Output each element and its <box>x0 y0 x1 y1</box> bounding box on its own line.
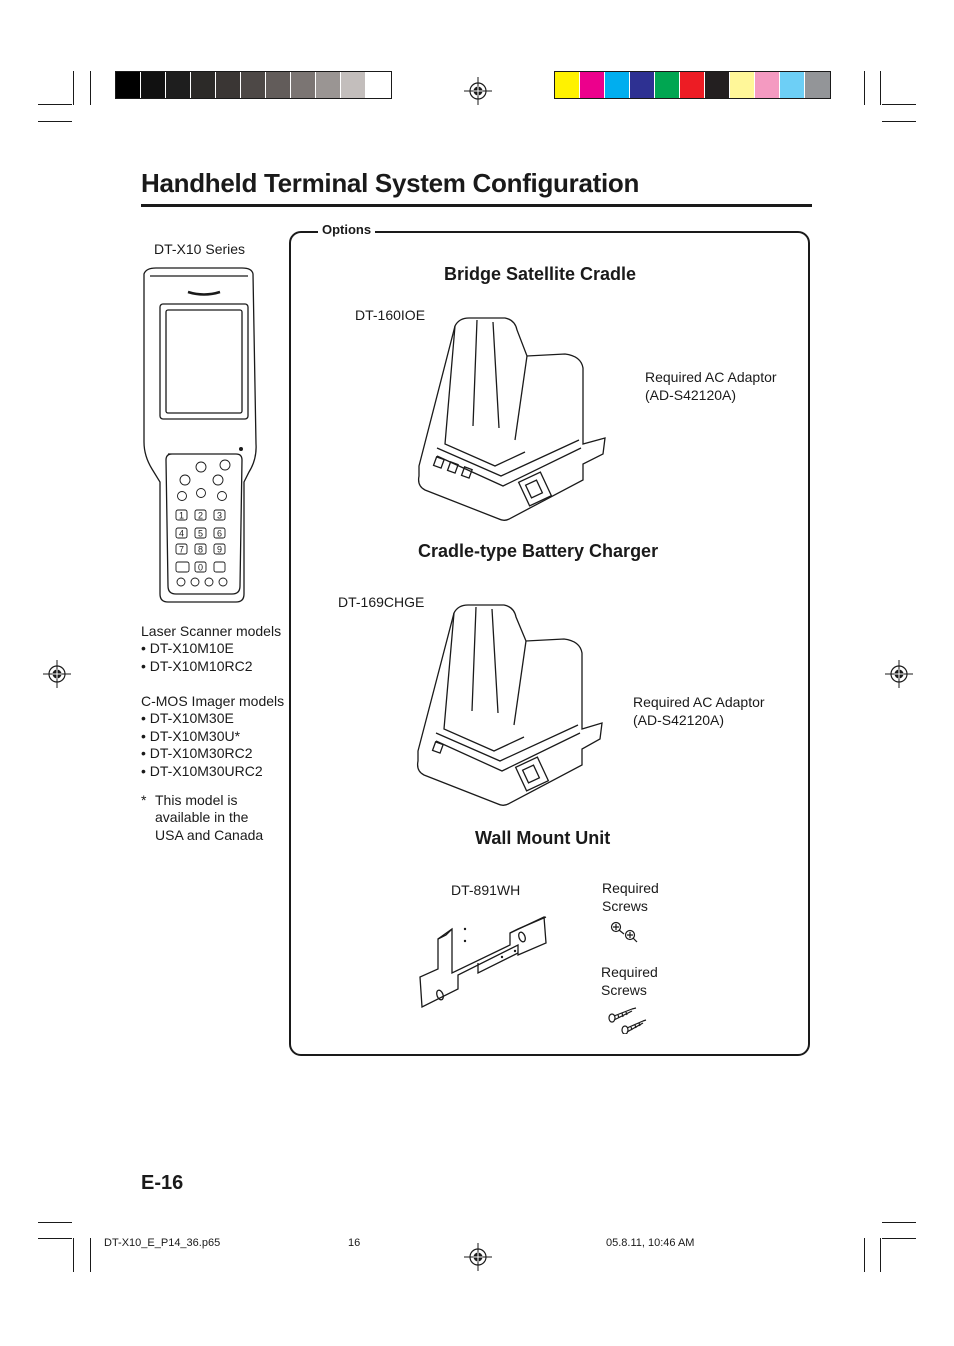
svg-text:7: 7 <box>179 545 184 555</box>
footer-file: DT-X10_E_P14_36.p65 <box>104 1237 221 1249</box>
gray-swatch <box>216 72 241 98</box>
registration-target-icon <box>464 77 492 105</box>
machine-screw-icon <box>610 921 638 943</box>
page-title: Handheld Terminal System Configuration <box>141 168 640 198</box>
color-swatch <box>730 72 755 98</box>
battery-charger-illustration <box>416 604 603 806</box>
title-rule <box>141 204 812 207</box>
charger-model: DT-169CHGE <box>338 594 425 610</box>
gray-swatch <box>166 72 191 98</box>
registration-target-icon <box>464 1243 492 1271</box>
registration-target-icon <box>885 660 913 688</box>
terminal-series-label: DT-X10 Series <box>154 241 246 257</box>
color-swatch <box>705 72 730 98</box>
svg-text:9: 9 <box>217 545 222 555</box>
gray-swatch <box>241 72 266 98</box>
color-swatch <box>680 72 705 98</box>
footer-date: 05.8.11, 10:46 AM <box>606 1237 695 1249</box>
bridge-satellite-cradle-illustration <box>417 317 606 521</box>
laser-model-item: • DT-X10M10E <box>141 640 234 656</box>
color-swatch <box>655 72 680 98</box>
cmos-model-item: • DT-X10M30E <box>141 710 234 726</box>
gray-swatch <box>266 72 291 98</box>
footer-page: 16 <box>348 1237 361 1249</box>
svg-text:1: 1 <box>179 511 184 521</box>
color-registration-bar <box>554 71 831 99</box>
options-panel <box>289 231 810 1056</box>
screws1-line2: Screws <box>602 898 648 914</box>
footnote-line: USA and Canada <box>155 827 264 843</box>
gray-swatch <box>366 72 391 98</box>
svg-text:2: 2 <box>198 511 203 521</box>
gray-swatch <box>341 72 366 98</box>
screws1-line1: Required <box>602 880 659 896</box>
wall-mount-model: DT-891WH <box>451 882 521 898</box>
cmos-model-item: • DT-X10M30URC2 <box>141 763 263 779</box>
svg-text:4: 4 <box>179 529 184 539</box>
color-swatch <box>630 72 655 98</box>
laser-model-item: • DT-X10M10RC2 <box>141 658 253 674</box>
wall-mount-title: Wall Mount Unit <box>475 828 611 848</box>
color-swatch <box>555 72 580 98</box>
cradle-adaptor-line1: Required AC Adaptor <box>645 369 777 385</box>
gray-swatch <box>141 72 166 98</box>
color-swatch <box>755 72 780 98</box>
footnote-line: This model is <box>155 792 238 808</box>
svg-text:6: 6 <box>217 529 222 539</box>
svg-text:8: 8 <box>198 545 203 555</box>
cmos-model-item: • DT-X10M30RC2 <box>141 745 253 761</box>
svg-text:0: 0 <box>198 563 203 573</box>
page-number: E-16 <box>141 1172 184 1194</box>
footnote-line: available in the <box>155 809 249 825</box>
gray-swatch <box>116 72 141 98</box>
cradle-adaptor-line2: (AD-S42120A) <box>645 387 737 403</box>
svg-text:3: 3 <box>217 511 222 521</box>
cmos-models-heading: C-MOS Imager models <box>141 693 285 709</box>
handheld-terminal-illustration: 1 2 3 4 5 6 7 8 9 0 <box>143 267 257 603</box>
color-swatch <box>580 72 605 98</box>
options-label: Options <box>318 222 376 237</box>
color-swatch <box>805 72 830 98</box>
gray-registration-bar <box>115 71 392 99</box>
screws2-line2: Screws <box>601 982 647 998</box>
laser-models-heading: Laser Scanner models <box>141 623 282 639</box>
registration-target-icon <box>43 660 71 688</box>
screws2-line1: Required <box>601 964 658 980</box>
gray-swatch <box>316 72 341 98</box>
wall-mount-bracket-illustration <box>419 916 547 1009</box>
cmos-model-item: • DT-X10M30U* <box>141 728 241 744</box>
footnote-marker: * <box>141 792 147 808</box>
cradle-title: Bridge Satellite Cradle <box>444 264 637 284</box>
wood-screw-icon <box>608 1007 647 1034</box>
color-swatch <box>780 72 805 98</box>
charger-adaptor-line1: Required AC Adaptor <box>633 694 765 710</box>
gray-swatch <box>291 72 316 98</box>
gray-swatch <box>191 72 216 98</box>
charger-title: Cradle-type Battery Charger <box>418 541 659 561</box>
svg-text:5: 5 <box>198 529 203 539</box>
cradle-model: DT-160IOE <box>355 307 426 323</box>
color-swatch <box>605 72 630 98</box>
charger-adaptor-line2: (AD-S42120A) <box>633 712 725 728</box>
